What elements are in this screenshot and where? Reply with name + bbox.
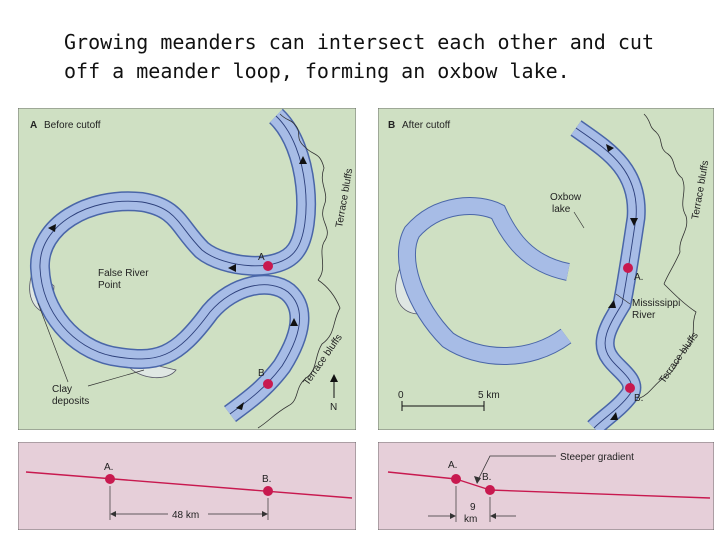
river-gradient-line <box>489 489 711 499</box>
point-a-marker <box>105 474 115 484</box>
point-a-label: A. <box>634 272 643 283</box>
flow-arrow-icon <box>236 402 244 410</box>
point-b-label: B. <box>482 472 491 483</box>
river-gradient-line <box>387 471 457 480</box>
panel-letter: B <box>388 120 395 131</box>
flow-arrow-icon <box>630 218 638 226</box>
mississippi-leader-line <box>615 293 631 305</box>
profile-background <box>378 442 714 530</box>
caption: Growing meanders can intersect each othe… <box>64 28 704 86</box>
point-a-label: A <box>258 252 265 263</box>
point-a-label: A. <box>104 462 113 473</box>
distance-value-label: 9 <box>470 502 476 513</box>
flow-arrow-icon <box>299 156 307 164</box>
profile-background <box>18 442 356 530</box>
north-label: N <box>330 402 337 413</box>
point-a-marker <box>263 261 273 271</box>
point-b-marker <box>485 485 495 495</box>
point-a-marker <box>623 263 633 273</box>
terrace-bluffs-line <box>643 113 688 285</box>
oxbow-label-line-2: lake <box>552 204 571 215</box>
flow-arrow-icon <box>608 300 616 308</box>
flow-arrow-icon <box>610 412 618 420</box>
flow-arrow-icon <box>290 318 298 326</box>
mississippi-label-line-1: Mississippi <box>632 298 680 309</box>
oxbow-leader-line <box>573 211 585 229</box>
distance-label: 48 km <box>172 510 199 521</box>
gradient-leader-line <box>477 455 556 481</box>
arrowhead-icon <box>262 511 268 517</box>
panel-title: After cutoff <box>402 120 450 131</box>
gradient-profile-before: A. B. 48 km <box>18 442 356 530</box>
point-a-label: A. <box>448 460 457 471</box>
flow-arrow-icon <box>606 144 614 152</box>
north-arrow-icon <box>330 374 338 382</box>
arrowhead-icon <box>450 513 456 519</box>
clay-leader-line <box>87 369 145 387</box>
arrowhead-icon <box>474 476 481 484</box>
terrace-bluffs-line <box>639 283 697 399</box>
flow-arrow-icon <box>228 264 236 272</box>
map-panel-before-cutoff: A Before cutoff A B False River Point Cl… <box>18 108 356 430</box>
gradient-profile-after: A. B. Steeper gradient 9 km <box>378 442 714 530</box>
clay-deposits-label-line-2: deposits <box>52 396 89 407</box>
clay-leader-line <box>37 302 69 383</box>
terrace-bluffs-line <box>279 113 328 281</box>
steeper-gradient-label: Steeper gradient <box>560 452 634 463</box>
map-panel-after-cutoff: B After cutoff Oxbow lake A. B. Mississi… <box>378 108 714 430</box>
river-gradient-line-steep <box>455 478 491 491</box>
false-river-label-line-1: False River <box>98 268 149 279</box>
scale-end-label: 5 km <box>478 390 500 401</box>
arrowhead-icon <box>490 513 496 519</box>
panel-letter: A <box>30 120 37 131</box>
terrace-bluffs-line <box>257 279 341 429</box>
panel-title: Before cutoff <box>44 120 101 131</box>
river-gradient-line <box>25 471 353 499</box>
distance-unit-label: km <box>464 514 477 525</box>
false-river-label-line-2: Point <box>98 280 121 291</box>
scale-start-label: 0 <box>398 390 404 401</box>
point-b-marker <box>263 379 273 389</box>
point-b-marker <box>263 486 273 496</box>
mississippi-label-line-2: River <box>632 310 656 321</box>
caption-line-1: Growing meanders can intersect each othe… <box>64 30 655 54</box>
point-b-label: B. <box>262 474 271 485</box>
oxbow-label-line-1: Oxbow <box>550 192 582 203</box>
point-b-label: B <box>258 368 265 379</box>
caption-line-2: off a meander loop, forming an oxbow lak… <box>64 59 570 83</box>
point-b-marker <box>625 383 635 393</box>
point-b-label: B. <box>634 393 643 404</box>
arrowhead-icon <box>110 511 116 517</box>
point-a-marker <box>451 474 461 484</box>
clay-deposits-label-line-1: Clay <box>52 384 72 395</box>
flow-arrow-icon <box>48 224 56 232</box>
